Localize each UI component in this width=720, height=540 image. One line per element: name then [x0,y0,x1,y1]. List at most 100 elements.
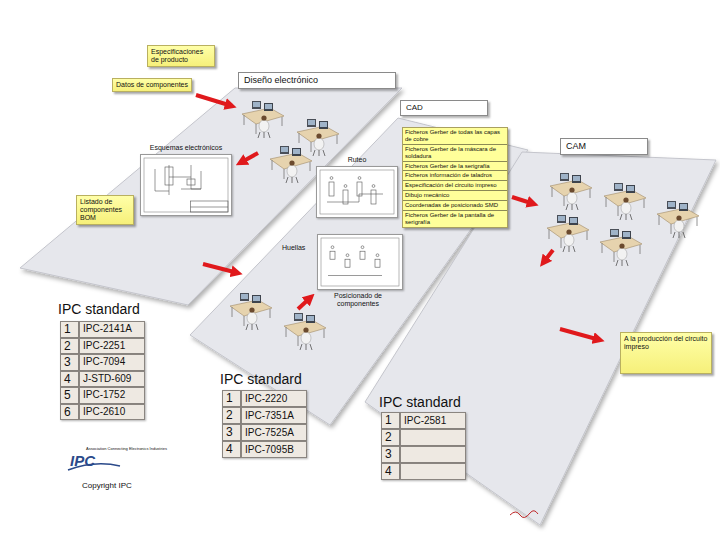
drawing-sketch [141,155,231,215]
drawing-frame [140,154,232,216]
drawing-sheet: Ruteo [316,156,398,218]
workstation [242,101,284,138]
list-item: Ficheros Gerber de todas las capas de co… [403,128,507,145]
drawing-heading: Ruteo [316,156,398,163]
workstation [297,119,339,156]
list-item: Dibujo mecánico [403,191,507,201]
table-heading: IPC standard [58,301,140,317]
table-cell: IPC-2141A [79,321,145,338]
note: A la producción del circuito impreso [620,332,712,374]
workstation [550,173,592,210]
table-cell: 1 [222,390,241,407]
standard-code: IPC-2220 [245,391,287,406]
table-cell: IPC-2581 [400,412,466,429]
workstation [600,229,642,266]
note: Listado de componentes BOM [76,195,134,225]
box-text: Diseño electrónico [244,75,390,86]
row-number: 1 [385,413,392,428]
table-cell: IPC-2251 [79,338,145,355]
standard-code: IPC-7094 [83,355,125,370]
box-text: Datos de componentes [116,81,188,89]
drawing-label: Posicionado de componentes [322,292,394,307]
table-cell: 6 [60,404,79,421]
row-number: 2 [385,430,392,445]
workstation [230,293,272,330]
drawing-heading: Esquemas electrónicos [140,144,232,151]
table-cell: IPC-1752 [79,387,145,404]
row-number: 2 [226,408,233,423]
table-cell: IPC-7094 [79,354,145,371]
workstation [604,183,646,220]
drawing-sheet: Esquemas electrónicos [140,144,232,216]
table-cell: 3 [222,424,241,441]
list-item: Ficheros información de taladros [403,171,507,181]
standard-code: IPC-2251 [83,339,125,354]
workstation [270,146,312,183]
table-cell: IPC-7095B [241,441,307,458]
table-cell: 2 [381,429,400,446]
row-number: 1 [64,322,71,337]
row-number: 4 [226,442,233,457]
list-item: Coordenadas de posicionado SMD [403,201,507,211]
table-heading: IPC standard [379,394,461,410]
section-title: CAD [400,100,488,116]
row-number: 6 [64,405,71,420]
standard-code: IPC-7525A [245,425,294,440]
table-heading: IPC standard [220,371,302,387]
table-cell: 5 [60,387,79,404]
table-cell: 4 [60,371,79,388]
table-cell: 3 [60,354,79,371]
signature [510,511,538,518]
table-cell [400,446,466,463]
workstation [657,201,699,238]
box-text: Listado de componentes BOM [80,198,130,222]
table-cell: 4 [222,441,241,458]
standard-code: J-STD-609 [83,372,131,387]
plane [20,88,402,305]
standard-code: IPC-2581 [404,413,446,428]
row-number: 2 [64,339,71,354]
row-number: 3 [226,425,233,440]
table-cell: 4 [381,463,400,480]
section-title: Diseño electrónico [238,72,396,89]
row-number: 1 [226,391,233,406]
list-item: Ficheros Gerber de la máscara de soldadu… [403,145,507,162]
box-text: A la producción del circuito impreso [624,335,708,351]
drawing-sketch [318,235,402,289]
logo-tagline: Association Connecting Electronics Indus… [86,446,167,451]
row-number: 5 [64,388,71,403]
table-cell: IPC-2610 [79,404,145,421]
workstation [547,215,589,252]
standard-code: IPC-7095B [245,442,294,457]
flow-arrows [196,95,600,340]
plane [365,152,716,525]
drawing-sheet: HuellasPosicionado de componentes [280,232,404,308]
workstation [284,313,326,350]
table-cell: IPC-7351A [241,407,307,424]
drawing-sketch [317,167,397,217]
list-item: Especificación del circuito impreso [403,181,507,191]
list-item: Ficheros Gerber de la pantalla de serigr… [403,211,507,227]
table-cell: 2 [60,338,79,355]
standard-code: IPC-1752 [83,388,125,403]
box-text: CAD [406,103,482,113]
box-text: CAM [566,141,642,152]
file-list: Ficheros Gerber de todas las capas de co… [402,127,508,228]
box-text: Especificaciones de producto [151,48,211,64]
standard-code: IPC-2610 [83,405,125,420]
copyright-note: Copyright IPC [82,481,132,490]
logo-text: IPC [70,452,95,469]
table-cell: J-STD-609 [79,371,145,388]
table-cell [400,429,466,446]
table-cell: 1 [60,321,79,338]
drawing-frame [317,234,403,290]
drawing-label: Huellas [282,244,305,252]
table-cell: 3 [381,446,400,463]
table-cell: IPC-2220 [241,390,307,407]
note: Datos de componentes [112,78,192,92]
list-item: Ficheros Gerber de la serigrafía [403,162,507,172]
standard-code: IPC-7351A [245,408,294,423]
section-title: CAM [560,138,648,155]
note: Especificaciones de producto [147,45,215,67]
table-cell [400,463,466,480]
